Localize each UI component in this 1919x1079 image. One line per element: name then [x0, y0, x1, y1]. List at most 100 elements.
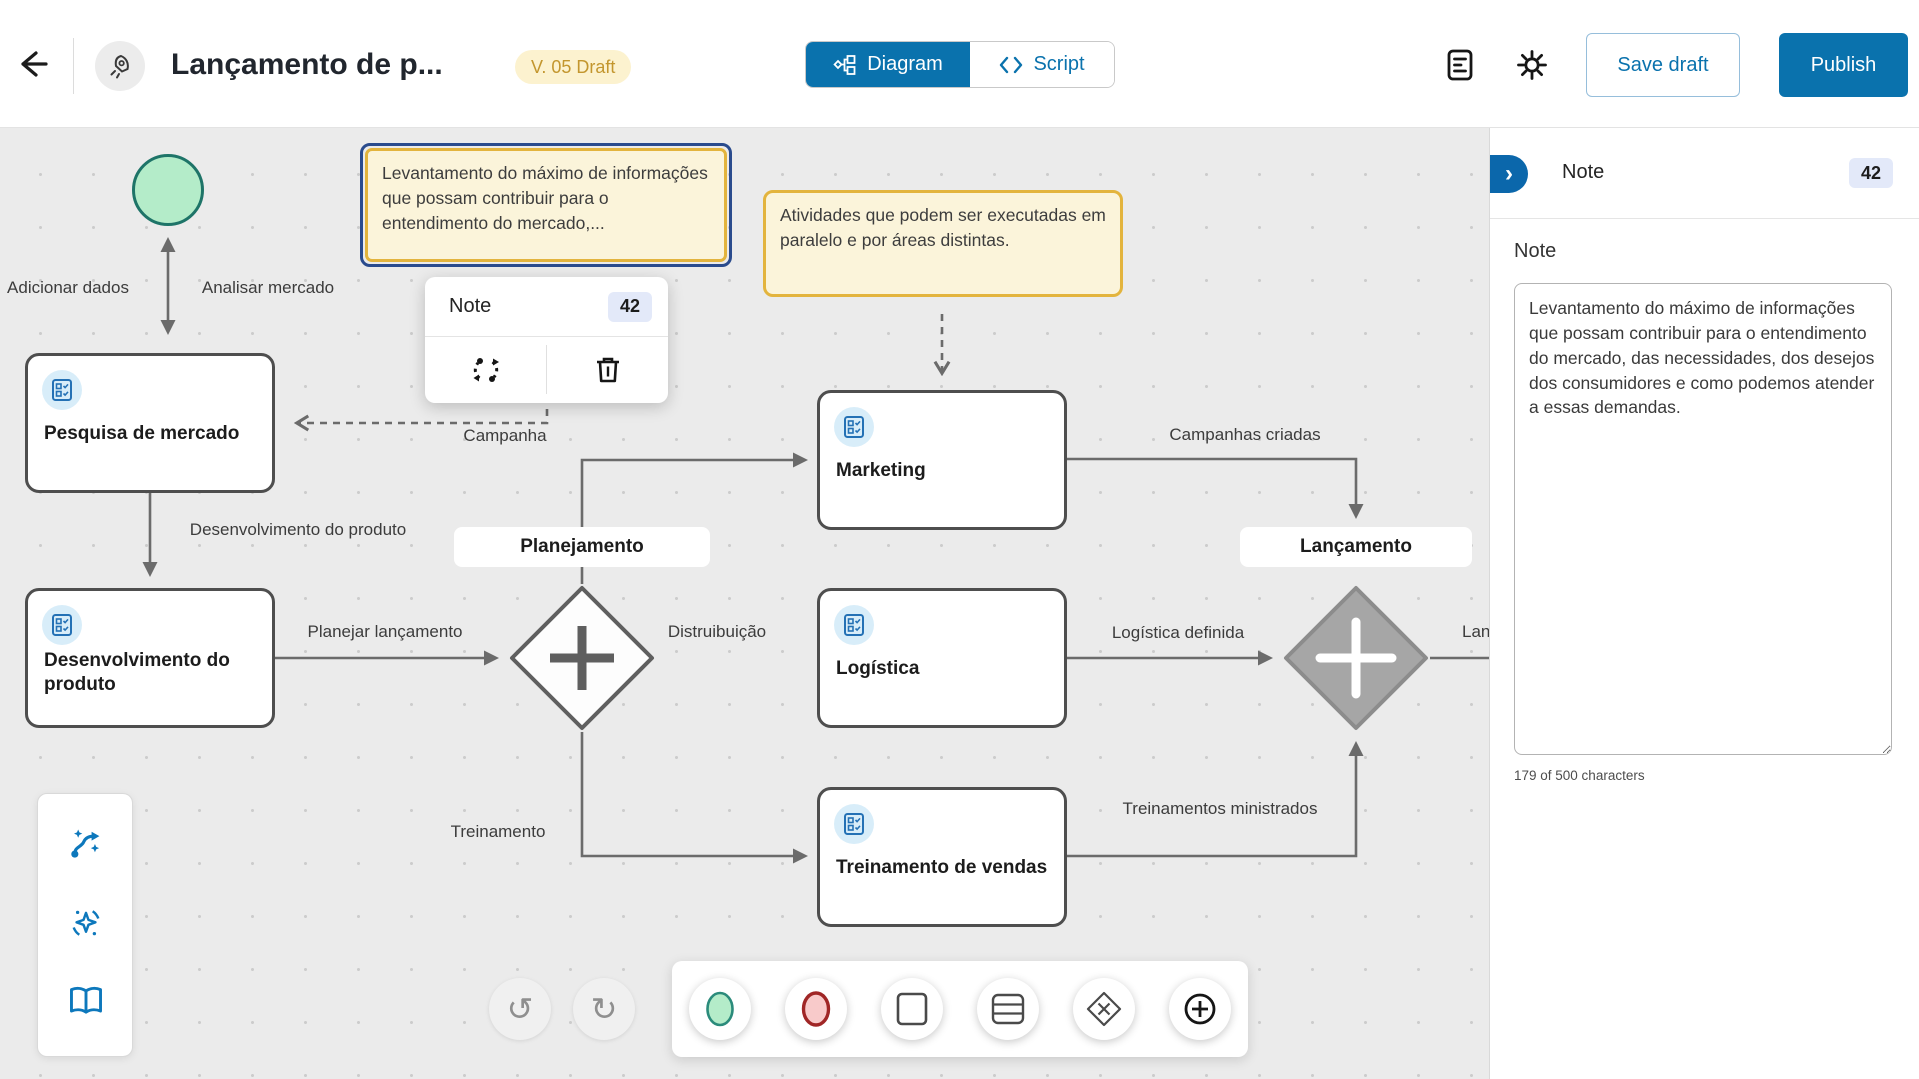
element-id-badge: 42: [608, 291, 652, 322]
plus-circle-icon: [1184, 993, 1216, 1025]
panel-divider: [1490, 218, 1919, 219]
tab-diagram-label: Diagram: [867, 53, 943, 75]
properties-panel: › Note 42 Note Levantamento do máximo de…: [1489, 128, 1919, 1079]
edge-label-treinamento: Treinamento: [450, 822, 546, 841]
edge-treinamento[interactable]: [580, 732, 808, 864]
view-toggle: Diagram Script: [805, 41, 1115, 88]
add-end-event-button[interactable]: [785, 978, 847, 1040]
task-checklist-icon: [42, 605, 82, 645]
note-levantamento[interactable]: Levantamento do máximo de informações qu…: [365, 148, 727, 262]
rocket-icon: [110, 54, 129, 79]
edge-label-analisar-mercado: Analisar mercado: [201, 278, 335, 297]
edge-treinamentos-ministrados[interactable]: [1067, 741, 1364, 858]
edge-label-campanhas-criadas: Campanhas criadas: [1169, 425, 1321, 444]
task-logistica[interactable]: Logística: [817, 588, 1067, 728]
trash-icon: [596, 357, 619, 382]
gear-icon: [1517, 50, 1547, 80]
redo-button[interactable]: ↻: [573, 978, 635, 1040]
tab-diagram[interactable]: Diagram: [806, 42, 970, 87]
add-start-event-button[interactable]: [689, 978, 751, 1040]
note-textarea[interactable]: Levantamento do máximo de informações qu…: [1514, 283, 1892, 755]
process-avatar[interactable]: [95, 41, 145, 91]
edge-label-logistica-definida: Logística definida: [1111, 623, 1245, 642]
delete-button[interactable]: [547, 337, 668, 402]
note-atividades[interactable]: Atividades que podem ser executadas em p…: [763, 190, 1123, 297]
add-task-button[interactable]: [881, 978, 943, 1040]
edge-label-campanha: Campanha: [463, 426, 547, 445]
collapse-panel-button[interactable]: ›: [1490, 155, 1528, 193]
settings-button[interactable]: [1514, 48, 1550, 84]
guide-book-button[interactable]: [67, 982, 105, 1020]
plus-icon: [550, 626, 614, 690]
popup-actions: [425, 337, 668, 402]
gateway-label-lancamento[interactable]: Lançamento: [1240, 527, 1472, 567]
edge-label-distruibuicao: Distruibuição: [667, 622, 767, 641]
top-bar: Lançamento de p... V. 05 Draft Diagram S…: [0, 0, 1919, 128]
task-pesquisa-de-mercado[interactable]: Pesquisa de mercado: [25, 353, 275, 493]
task-label: Pesquisa de mercado: [44, 423, 240, 444]
note-field-label: Note: [1514, 240, 1557, 262]
undo-button[interactable]: ↺: [489, 978, 551, 1040]
header-divider: [73, 38, 74, 94]
tab-script-label: Script: [1033, 53, 1085, 75]
task-checklist-icon: [834, 804, 874, 844]
plus-icon: [1315, 617, 1397, 699]
edge-label-adicionar-dados: Adicionar dados: [7, 278, 129, 297]
ai-sparkle-icon: [72, 910, 100, 936]
back-arrow-icon: [21, 51, 48, 77]
task-checklist-icon: [834, 605, 874, 645]
diagram-canvas[interactable]: Pesquisa de mercado Desenvolvimento do p…: [0, 128, 1489, 1079]
change-type-button[interactable]: [425, 337, 546, 402]
edge-campanhas-criadas[interactable]: [1067, 457, 1364, 519]
task-checklist-icon: [834, 407, 874, 447]
note-selected-outline: Levantamento do máximo de informações qu…: [360, 143, 732, 267]
task-label: Marketing: [836, 460, 926, 481]
add-subprocess-button[interactable]: [977, 978, 1039, 1040]
start-event-icon: [706, 991, 734, 1027]
ai-sparkle-button[interactable]: [67, 904, 105, 942]
gateway-lancamento[interactable]: [1282, 584, 1430, 732]
edge-label-desenvolvimento-do-produto: Desenvolvimento do produto: [189, 520, 407, 539]
task-checklist-icon: [42, 370, 82, 410]
popup-header: Note 42: [425, 277, 668, 337]
edge-label-treinamentos-ministrados: Treinamentos ministrados: [1122, 799, 1318, 818]
document-icon: [1447, 49, 1473, 81]
element-id-badge: 42: [1849, 158, 1893, 188]
add-gateway-button[interactable]: [1073, 978, 1135, 1040]
publish-button[interactable]: Publish: [1779, 33, 1908, 97]
version-badge: V. 05 Draft: [515, 50, 632, 84]
documentation-button[interactable]: [1442, 48, 1478, 84]
popup-divider: [546, 345, 547, 394]
ai-flow-button[interactable]: [67, 825, 105, 863]
ai-tools-palette: [37, 793, 133, 1057]
edge-label-lancamento-clipped: Lan: [1462, 622, 1489, 641]
task-marketing[interactable]: Marketing: [817, 390, 1067, 530]
gateway-planejamento[interactable]: [508, 584, 656, 732]
char-count: 179 of 500 characters: [1514, 768, 1645, 783]
task-shape-icon: [896, 992, 928, 1026]
gateway-x-icon: [1086, 991, 1122, 1027]
task-label: Logística: [836, 658, 920, 679]
add-more-button[interactable]: [1169, 978, 1231, 1040]
back-button[interactable]: [14, 45, 54, 85]
code-icon: [1000, 56, 1023, 73]
association-note1-campanha[interactable]: [298, 396, 549, 423]
panel-title: Note: [1562, 161, 1605, 183]
subprocess-icon: [991, 993, 1025, 1025]
popup-title: Note: [449, 295, 492, 317]
start-event-node[interactable]: [132, 154, 204, 226]
tab-script[interactable]: Script: [970, 42, 1114, 87]
shape-palette: [672, 961, 1248, 1057]
task-label: Desenvolvimento do produto: [44, 650, 230, 695]
page-title: Lançamento de p...: [171, 48, 443, 81]
task-treinamento-de-vendas[interactable]: Treinamento de vendas: [817, 787, 1067, 927]
ai-flow-icon: [71, 829, 100, 858]
task-desenvolvimento-do-produto[interactable]: Desenvolvimento do produto: [25, 588, 275, 728]
gateway-label-planejamento[interactable]: Planejamento: [454, 527, 710, 567]
end-event-icon: [801, 991, 831, 1027]
task-label: Treinamento de vendas: [836, 857, 1048, 878]
save-draft-button[interactable]: Save draft: [1586, 33, 1740, 97]
book-icon: [70, 986, 102, 1014]
element-popup: Note 42: [425, 277, 668, 403]
edge-label-planejar-lancamento: Planejar lançamento: [307, 622, 463, 641]
